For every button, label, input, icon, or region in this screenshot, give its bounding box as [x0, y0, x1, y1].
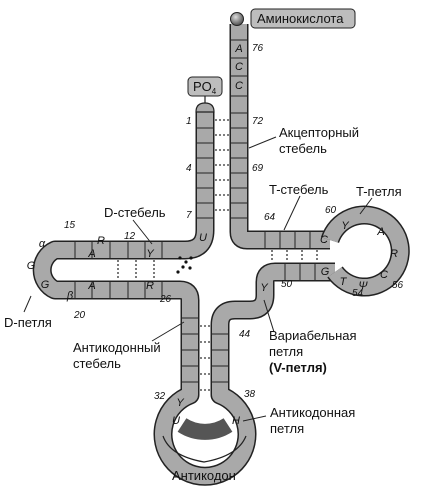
- svg-text:1: 1: [186, 116, 192, 127]
- acceptor-5prime-cap: [195, 102, 215, 113]
- svg-text:50: 50: [281, 279, 293, 290]
- svg-text:32: 32: [154, 391, 166, 402]
- base-d-a1: A: [87, 248, 95, 260]
- base-d-beta: β: [66, 290, 74, 302]
- svg-text:76: 76: [252, 43, 264, 54]
- anticodon-stem-label-1: Антикодонный: [73, 340, 161, 355]
- base-acc-c2: C: [235, 80, 243, 92]
- t-loop-ring: [320, 205, 410, 297]
- base-letters: A C C U R A Y A R α G G β C Y A R C Ψ T …: [27, 43, 398, 427]
- t-stem-label: T-стебель: [269, 182, 329, 197]
- position-numbers: 76 72 69 64 60 1 4 7 12 15 20 26 50 54 5…: [64, 43, 404, 402]
- anticodon-label: Антикодон: [172, 468, 236, 483]
- base-d-r2: R: [146, 280, 154, 292]
- amino-acid-box: [250, 8, 356, 29]
- acceptor-stem-label-2: стебель: [279, 141, 327, 156]
- base-u8: U: [199, 232, 207, 244]
- svg-text:69: 69: [252, 163, 264, 174]
- anticodon-loop-label-2: петля: [270, 421, 304, 436]
- base-t-g: G: [321, 266, 330, 278]
- base-t-c2: C: [380, 269, 388, 281]
- svg-text:12: 12: [124, 231, 136, 242]
- svg-text:7: 7: [186, 210, 192, 221]
- acceptor-stem-label-1: Акцепторный: [279, 125, 359, 140]
- anticodon-brace: [162, 435, 247, 463]
- svg-text:4: 4: [186, 163, 192, 174]
- svg-text:20: 20: [73, 310, 86, 321]
- base-ac-h: H: [232, 415, 240, 427]
- base-ac-u: U: [172, 415, 180, 427]
- svg-text:26: 26: [159, 294, 172, 305]
- t-loop-label: T-петля: [356, 184, 402, 199]
- base-pair-dots: [117, 119, 318, 391]
- base-ac-y: Y: [176, 397, 184, 409]
- base-d-g1: G: [27, 260, 36, 272]
- variable-loop-label-1: Вариабельная: [269, 328, 357, 343]
- base-d-alpha: α: [39, 238, 46, 250]
- svg-text:15: 15: [64, 220, 76, 231]
- svg-text:64: 64: [264, 212, 276, 223]
- anticodon-segment: [177, 418, 233, 440]
- backbone-main-strand: [32, 110, 335, 486]
- d-stem-label: D-стебель: [104, 205, 166, 220]
- base-t-y: Y: [341, 220, 349, 232]
- base-d-g2: G: [41, 279, 50, 291]
- segment-ticks: [74, 39, 316, 383]
- anticodon-stem-label-2: стебель: [73, 356, 121, 371]
- base-d-y: Y: [146, 248, 154, 260]
- base-t-a: A: [376, 226, 384, 238]
- anticodon-loop-label-1: Антикодонная: [270, 405, 355, 420]
- base-v-y: Y: [260, 282, 268, 294]
- svg-text:56: 56: [392, 280, 404, 291]
- tertiary-dots: [176, 256, 193, 274]
- svg-text:54: 54: [352, 288, 364, 299]
- base-d-r: R: [97, 235, 105, 247]
- variable-loop-label-2: петля: [269, 344, 303, 359]
- base-acc-a: A: [234, 43, 242, 55]
- svg-text:60: 60: [325, 205, 337, 216]
- leader-lines: [23, 136, 373, 422]
- base-t-t: T: [340, 276, 348, 288]
- variable-loop-label-3: (V-петля): [269, 360, 327, 375]
- base-t-c: C: [320, 234, 328, 246]
- base-acc-c1: C: [235, 61, 243, 73]
- amino-acid-label: Аминокислота: [257, 11, 344, 26]
- base-t-psi: Ψ: [358, 280, 368, 292]
- svg-text:72: 72: [252, 116, 264, 127]
- phosphate-label: PO4: [193, 79, 217, 96]
- amino-acid-ball: [230, 12, 244, 26]
- backbone-3prime-strand: [229, 24, 330, 250]
- d-loop-label: D-петля: [4, 315, 52, 330]
- svg-text:44: 44: [239, 329, 251, 340]
- base-t-r: R: [390, 248, 398, 260]
- base-d-a2: A: [87, 280, 95, 292]
- svg-text:38: 38: [244, 389, 256, 400]
